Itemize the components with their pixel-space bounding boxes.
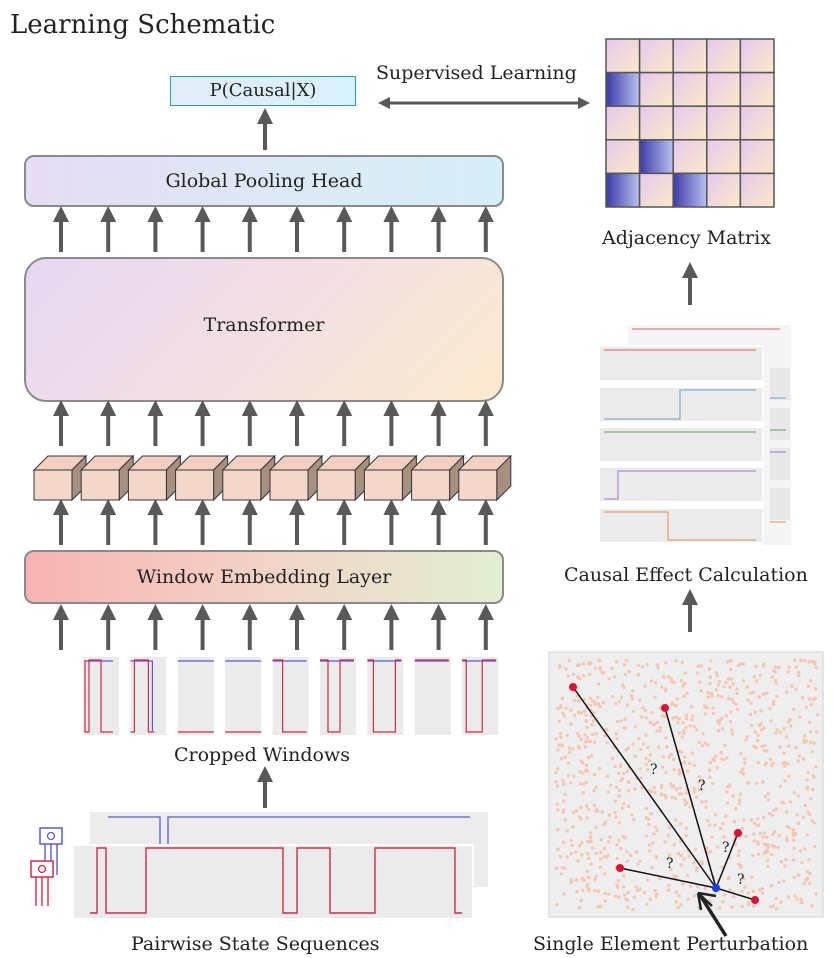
diagram-title: Learning Schematic [10,10,276,40]
windows-to-embedding-arrows [53,604,494,650]
component-icons [30,827,63,906]
token-box [410,454,465,502]
cropped-window [367,657,404,735]
matrix-cell [739,71,775,107]
matrix-cell [706,139,742,175]
token-box [32,454,88,502]
cropped-window [414,657,451,735]
unknown-edge-mark: ? [698,778,706,794]
unknown-edge-mark: ? [722,840,730,856]
matrix-cell [605,139,641,175]
token-box [127,454,182,502]
matrix-cell [672,139,708,175]
matrix-cell [739,139,775,175]
element-node [734,829,742,837]
matrix-cell [638,139,674,175]
cropped-window [177,657,214,735]
adjacency-matrix-label: Adjacency Matrix [602,227,771,249]
cropped-window [225,657,262,735]
token-box [363,454,418,502]
cropped-windows-label: Cropped Windows [174,744,350,766]
matrix-cell [706,38,742,74]
matrix-cell [739,105,775,141]
matrix-cell [638,71,674,107]
matrix-cell [638,38,674,74]
causal-effect-panels [598,325,791,545]
cropped-windows [83,657,499,735]
matrix-cell [605,172,641,208]
token-embeddings [32,454,513,502]
element-node [569,683,577,691]
matrix-cell [638,172,674,208]
token-box [79,454,135,502]
supervised-learning-label: Supervised Learning [376,62,577,84]
token-box [221,454,277,502]
token-box [174,454,229,502]
transformer-to-pooling-arrows [53,206,494,252]
matrix-cell [739,172,775,208]
output-probability-box: P(Causal|X) [170,76,356,106]
matrix-cell [638,105,674,141]
window-embedding-layer: Window Embedding Layer [24,550,504,604]
matrix-cell [672,38,708,74]
cropped-window [462,657,499,735]
token-box [315,454,371,502]
adjacency-matrix [605,38,775,208]
matrix-cell [672,71,708,107]
matrix-cell [706,105,742,141]
pairwise-state-sequences [72,812,488,920]
unknown-edge-mark: ? [737,872,745,888]
embedding-to-tokens-arrows [53,499,494,545]
matrix-cell [672,105,708,141]
token-box [457,454,513,502]
perturbation-panel: ????? [548,651,824,937]
candidate-edges: ????? [569,683,759,904]
unknown-edge-mark: ? [650,762,658,778]
unknown-edge-mark: ? [666,856,674,872]
transformer-block: Transformer [24,257,504,402]
tokens-to-transformer-arrows [53,400,494,446]
matrix-cell [605,38,641,74]
transformer-label: Transformer [203,314,325,336]
cropped-window [320,657,356,735]
perturbation-label: Single Element Perturbation [533,933,809,955]
matrix-cell [605,71,641,107]
matrix-cell [739,38,775,74]
token-box [268,454,324,502]
matrix-cell [706,172,742,208]
pairwise-sequences-label: Pairwise State Sequences [131,933,380,955]
cropped-window [130,657,167,735]
matrix-cell [672,172,708,208]
global-pooling-head: Global Pooling Head [24,155,504,207]
perturbed-node [712,884,720,892]
element-node [751,896,759,904]
element-node [661,704,669,712]
causal-effect-label: Causal Effect Calculation [564,564,808,586]
matrix-cell [706,71,742,107]
cropped-window [83,657,119,735]
cropped-window [272,657,309,735]
matrix-cell [605,105,641,141]
element-node [616,864,624,872]
perturbation-cursor-icon [696,891,728,937]
